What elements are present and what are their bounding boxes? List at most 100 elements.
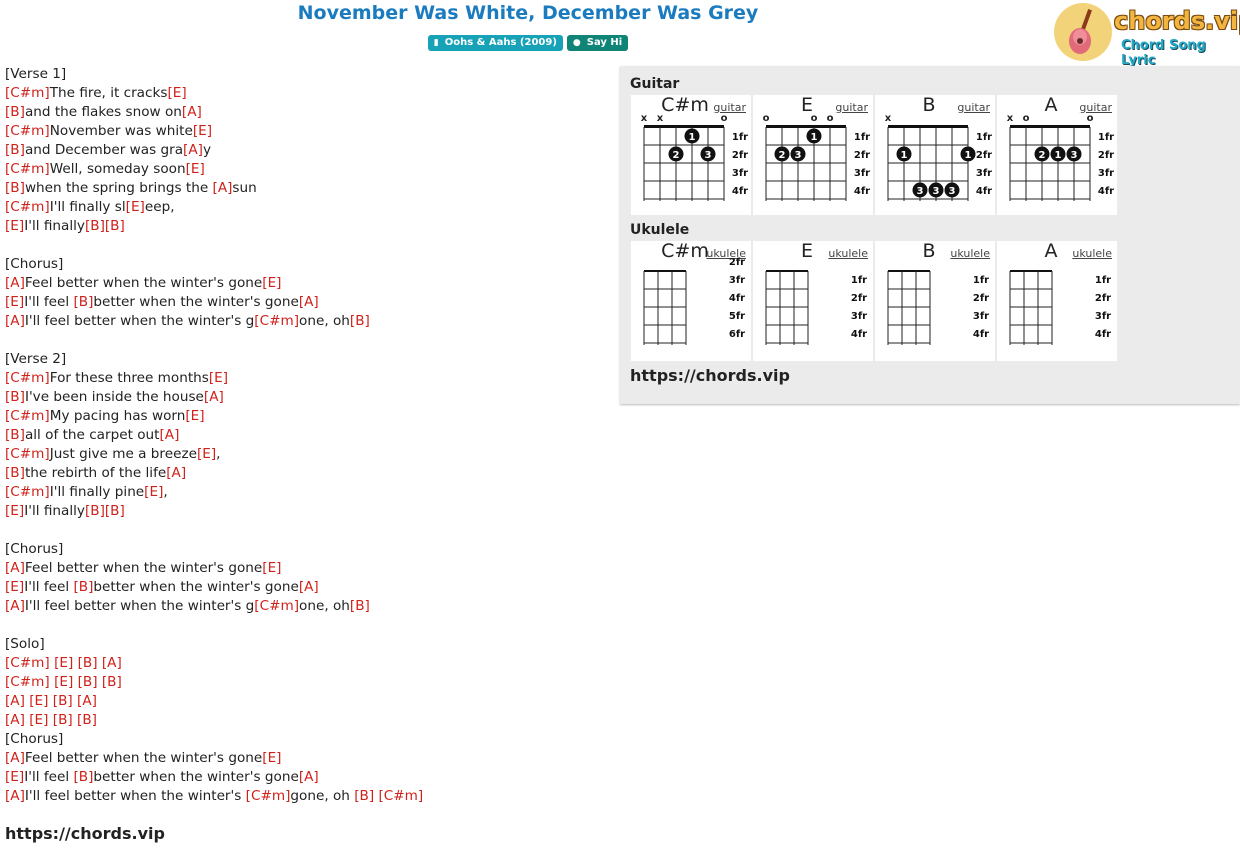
chord-link[interactable]: [C#m] — [5, 674, 50, 690]
instrument-link[interactable]: ukulele — [1072, 247, 1112, 260]
chord-link[interactable]: [B] — [52, 693, 73, 709]
chord-link[interactable]: [E] — [54, 674, 74, 690]
instrument-link[interactable]: ukulele — [706, 247, 746, 260]
chord-link[interactable]: [B] — [349, 313, 370, 329]
chord-link[interactable]: [C#m] — [5, 446, 50, 462]
chord-link[interactable]: [E] — [167, 85, 187, 101]
chord-link[interactable]: [A] — [5, 693, 25, 709]
chord-link[interactable]: [E] — [144, 484, 164, 500]
site-logo[interactable]: chords.vip Chord Song Lyric — [1054, 3, 1240, 68]
chord-link[interactable]: [B] — [73, 579, 94, 595]
chord-link[interactable]: [B] — [104, 218, 125, 234]
chord-link[interactable]: [E] — [262, 275, 282, 291]
chord-link[interactable]: [C#m] — [5, 85, 50, 101]
chord-link[interactable]: [B] — [77, 655, 98, 671]
chord-link[interactable]: [A] — [181, 104, 202, 120]
chord-link[interactable]: [E] — [5, 769, 25, 785]
chord-link[interactable]: [C#m] — [5, 370, 50, 386]
chord-link[interactable]: [C#m] — [5, 199, 50, 215]
chord-link[interactable]: [B] — [349, 598, 370, 614]
instrument-link[interactable]: ukulele — [828, 247, 868, 260]
chord-link[interactable]: [B] — [101, 674, 122, 690]
chord-link[interactable]: [A] — [298, 294, 319, 310]
album-badge[interactable]: ▮Oohs & Aahs (2009) — [427, 35, 563, 51]
chord-link[interactable]: [A] — [159, 427, 180, 443]
chord-link[interactable]: [E] — [262, 750, 282, 766]
chord-link[interactable]: [E] — [5, 218, 25, 234]
chord-link[interactable]: [B] — [5, 427, 25, 443]
chord-link[interactable]: [A] — [298, 769, 319, 785]
chord-link[interactable]: [B] — [84, 218, 105, 234]
chord-link[interactable]: [B] — [77, 674, 98, 690]
chord-link[interactable]: [B] — [5, 180, 25, 196]
chord-link[interactable]: [C#m] — [378, 788, 424, 804]
chord-link[interactable]: [E] — [5, 503, 25, 519]
chord-link[interactable]: [B] — [73, 769, 94, 785]
fret-label: 2fr — [854, 150, 870, 161]
chord-link[interactable]: [A] — [183, 142, 203, 158]
chord-link[interactable]: [B] — [5, 389, 25, 405]
chord-link[interactable]: [B] — [5, 465, 25, 481]
chord-link[interactable]: [A] — [5, 750, 25, 766]
chord-link[interactable]: [A] — [101, 655, 122, 671]
chord-link[interactable]: [E] — [208, 370, 229, 386]
chord-link[interactable]: [C#m] — [5, 484, 50, 500]
chord-link[interactable]: [B] — [84, 503, 105, 519]
footer-url[interactable]: https://chords.vip — [5, 824, 165, 843]
chord-link[interactable]: [C#m] — [5, 408, 50, 424]
chord-link[interactable]: [B] — [104, 503, 125, 519]
chord-link[interactable]: [C#m] — [254, 313, 300, 329]
chord-link[interactable]: [C#m] — [254, 598, 300, 614]
chord-link[interactable]: [E] — [262, 560, 282, 576]
instrument-link[interactable]: guitar — [835, 101, 868, 114]
finger-dot — [896, 146, 912, 162]
chord-link[interactable]: [B] — [5, 104, 25, 120]
chord-link[interactable]: [A] — [212, 180, 233, 196]
chord-link[interactable]: [A] — [5, 560, 25, 576]
chord-link[interactable]: [C#m] — [245, 788, 291, 804]
chord-link[interactable]: [A] — [5, 712, 25, 728]
artist-label[interactable]: Say Hi — [586, 37, 623, 48]
chord-link[interactable]: [A] — [5, 788, 25, 804]
chord-link[interactable]: [B] — [354, 788, 375, 804]
chord-link[interactable]: [E] — [29, 712, 49, 728]
chord-link[interactable]: [A] — [5, 313, 25, 329]
chord-link[interactable]: [E] — [5, 294, 25, 310]
instrument-link[interactable]: ukulele — [950, 247, 990, 260]
chord-link[interactable]: [C#m] — [5, 161, 50, 177]
chord-link[interactable]: [A] — [77, 693, 97, 709]
chord-link[interactable]: [E] — [196, 446, 217, 462]
chord-link[interactable]: [A] — [5, 598, 25, 614]
chord-link[interactable]: [A] — [166, 465, 187, 481]
chord-link[interactable]: [E] — [54, 655, 74, 671]
chord-link[interactable]: [B] — [77, 712, 97, 728]
chord-link[interactable]: [E] — [125, 199, 145, 215]
chord-link[interactable]: [B] — [5, 142, 25, 158]
instrument-link[interactable]: guitar — [713, 101, 746, 114]
chord-link[interactable]: [A] — [5, 275, 25, 291]
chord-link[interactable]: [A] — [298, 579, 319, 595]
artist-badge[interactable]: ●Say Hi — [566, 35, 629, 51]
lyric-line: [A] [E] [B] [A] — [5, 692, 605, 711]
chord-link[interactable]: [E] — [185, 161, 205, 177]
chord-link[interactable]: [B] — [52, 712, 73, 728]
chord-link[interactable]: [E] — [5, 579, 25, 595]
chord-link[interactable]: [C#m] — [5, 655, 50, 671]
chord-link[interactable]: [A] — [203, 389, 224, 405]
chord-link[interactable]: [B] — [73, 294, 94, 310]
panel-url[interactable]: https://chords.vip — [630, 366, 790, 385]
chord-link[interactable]: [E] — [29, 693, 49, 709]
chord-link[interactable]: [E] — [192, 123, 213, 139]
chord-link[interactable]: [C#m] — [5, 123, 50, 139]
chord-link[interactable]: [E] — [185, 408, 205, 424]
instrument-link[interactable]: guitar — [957, 101, 990, 114]
instrument-link[interactable]: guitar — [1079, 101, 1112, 114]
